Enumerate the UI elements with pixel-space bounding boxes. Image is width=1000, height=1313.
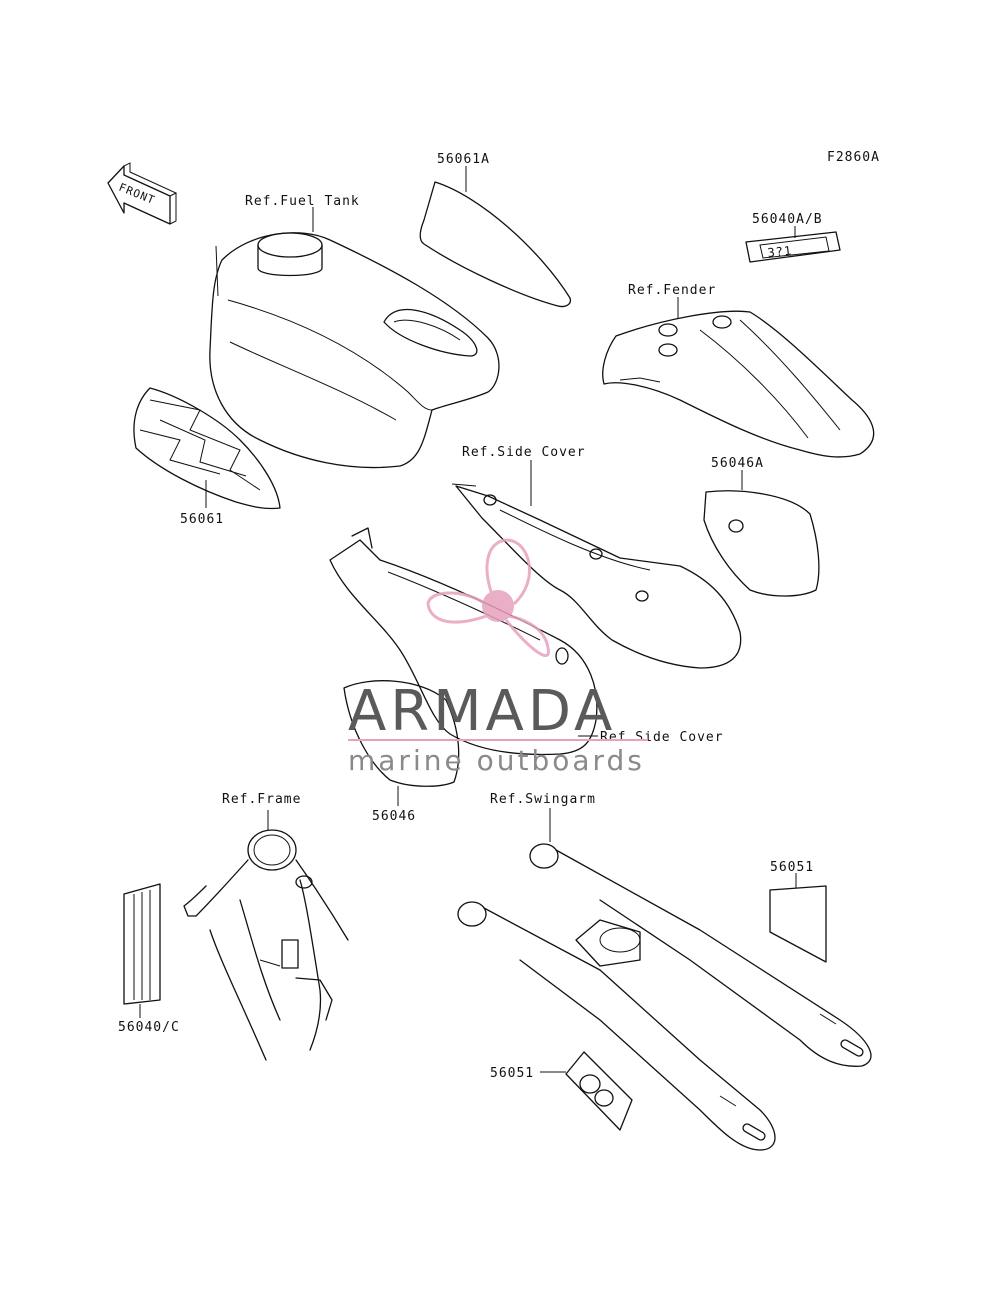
decal-56046A xyxy=(703,470,820,597)
side-cover-right xyxy=(451,460,742,669)
decal-56061A xyxy=(419,166,572,308)
label-ref-frame: Ref.Frame xyxy=(222,792,301,807)
fuel-tank xyxy=(209,207,500,469)
label-56040AB: 56040A/B xyxy=(752,212,823,227)
label-ref-side-cover-bottom: Ref.Side Cover xyxy=(600,730,724,745)
label-56061: 56061 xyxy=(180,512,224,527)
label-ref-side-cover-top: Ref.Side Cover xyxy=(462,445,586,460)
decal-56046 xyxy=(343,680,460,806)
figure-code: F2860A xyxy=(827,150,880,165)
label-56061A: 56061A xyxy=(437,152,490,167)
decal-56051-bottom xyxy=(540,1051,633,1131)
label-56051-top: 56051 xyxy=(770,860,814,875)
fender xyxy=(602,297,875,458)
decal-text: 3?1 xyxy=(767,243,793,260)
label-ref-fender: Ref.Fender xyxy=(628,283,716,298)
label-ref-fuel-tank: Ref.Fuel Tank xyxy=(245,194,360,209)
label-56040C: 56040/C xyxy=(118,1020,180,1035)
watermark-title: ARMADA xyxy=(348,679,616,744)
frame xyxy=(183,810,349,1061)
decal-56040AB: 3?1 xyxy=(745,226,841,263)
front-arrow-icon: FRONT xyxy=(107,162,178,225)
watermark-subtitle: marine outboards xyxy=(348,744,645,777)
label-56046: 56046 xyxy=(372,809,416,824)
swingarm xyxy=(457,808,872,1151)
label-56051-bottom: 56051 xyxy=(490,1066,534,1081)
decal-56051-top xyxy=(769,873,827,963)
label-56046A: 56046A xyxy=(711,456,764,471)
decal-56040C xyxy=(123,883,161,1018)
front-label: FRONT xyxy=(117,181,157,207)
watermark-propeller-icon xyxy=(426,538,550,657)
decal-56061 xyxy=(133,387,281,510)
label-ref-swingarm: Ref.Swingarm xyxy=(490,792,596,807)
